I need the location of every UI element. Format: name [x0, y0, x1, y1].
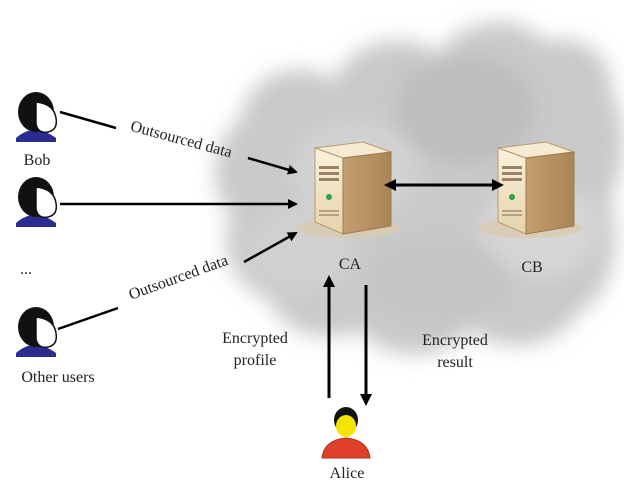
user-bob: [16, 92, 58, 142]
user-alice: [321, 407, 371, 459]
user-icon: [16, 92, 58, 142]
server-cb: [478, 141, 582, 238]
user-bob-label: Bob: [24, 152, 51, 169]
server-icon: [478, 141, 582, 238]
user-alice-label: Alice: [330, 465, 365, 482]
user-icon: [321, 407, 371, 459]
server-cb-label: CB: [521, 259, 542, 276]
user-icon: [16, 307, 58, 357]
edge-down-label-line2: result: [437, 354, 473, 371]
edge-bob-to-ca: [59, 110, 298, 175]
edge-bottom-label: Outsourced data: [126, 252, 230, 304]
edge-top-label: Outsourced data: [129, 118, 234, 161]
server-ca: [295, 141, 399, 238]
user-other-label: Other users: [21, 369, 94, 386]
user-middle: [16, 177, 58, 227]
edge-down-label-line1: Encrypted: [422, 332, 488, 349]
user-icon: [16, 177, 58, 227]
user-other: [16, 307, 58, 357]
server-ca-label: CA: [339, 256, 362, 273]
user-ellipsis: ...: [20, 261, 32, 278]
edge-up-label-line1: Encrypted: [222, 330, 288, 347]
edge-up-label-line2: profile: [234, 352, 277, 369]
server-icon: [295, 141, 399, 238]
edge-other-to-ca: [57, 231, 298, 331]
